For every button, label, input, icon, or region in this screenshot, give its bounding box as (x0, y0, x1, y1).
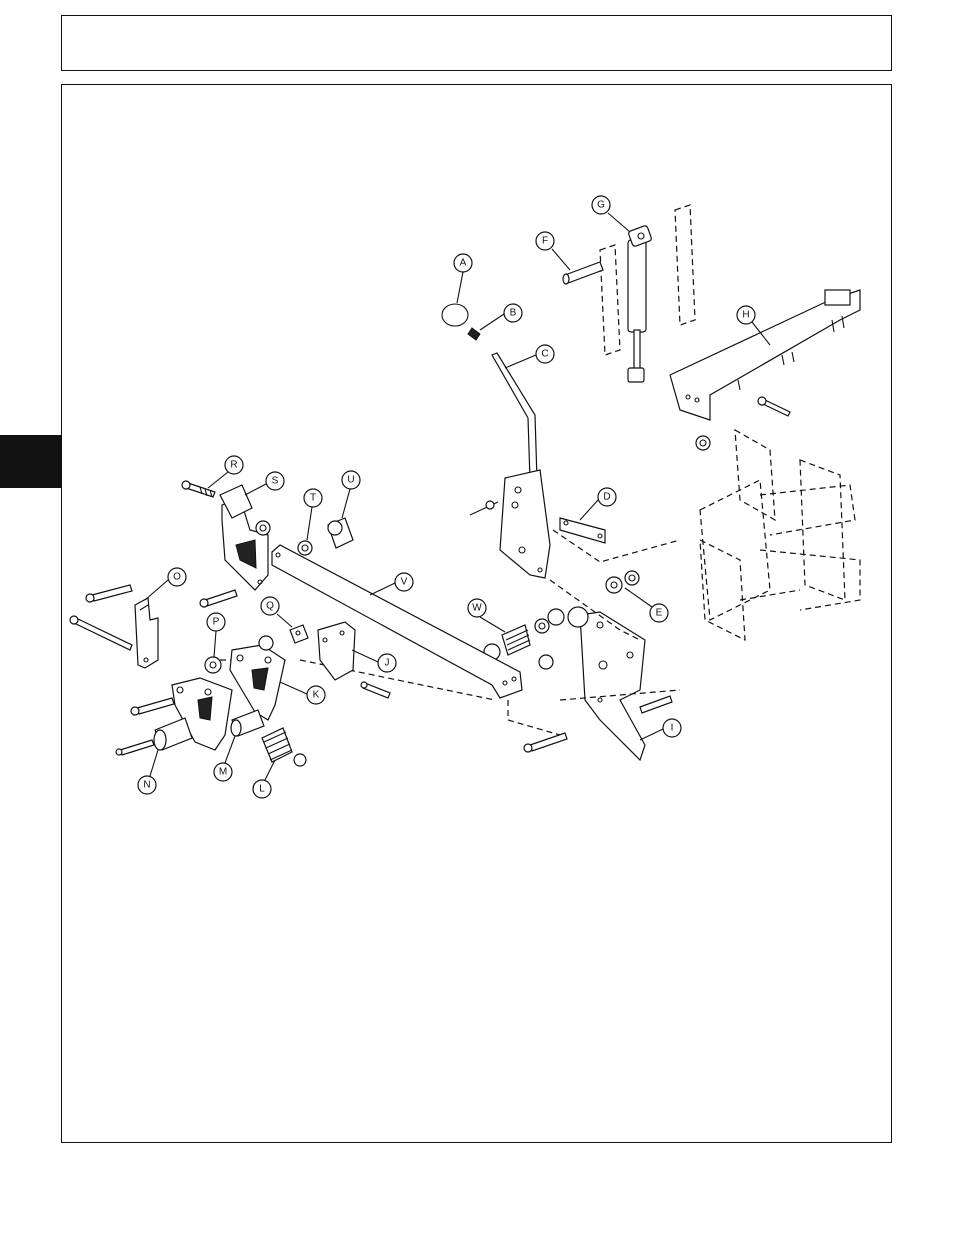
callout-d: D (580, 488, 616, 520)
gas-spring-g (628, 225, 652, 382)
bolt-n-upper (131, 698, 174, 715)
callout-c: C (505, 345, 554, 368)
svg-text:S: S (272, 476, 279, 487)
bracket-i (568, 607, 645, 760)
callout-u: U (342, 471, 360, 518)
svg-text:V: V (401, 577, 408, 588)
bolt-h (758, 397, 790, 416)
bolt-i-right (640, 696, 672, 713)
svg-text:W: W (472, 603, 482, 614)
link-d (560, 518, 605, 543)
bolt-o-upper (86, 585, 132, 602)
svg-text:G: G (597, 200, 605, 211)
callout-o: O (145, 568, 186, 600)
svg-text:T: T (310, 493, 316, 504)
svg-text:O: O (173, 572, 181, 583)
callout-l: L (253, 760, 275, 798)
rod-v (272, 545, 522, 698)
svg-text:D: D (603, 492, 610, 503)
pin-f (563, 262, 603, 284)
callout-p: P (207, 613, 225, 657)
lever-c (470, 353, 550, 578)
spacer-p (205, 657, 221, 673)
bracket-j (318, 622, 355, 680)
svg-text:N: N (143, 780, 150, 791)
washers-e (606, 571, 639, 593)
bushing-u (328, 518, 353, 548)
ring-a (442, 304, 468, 326)
spring-l (262, 728, 292, 762)
callout-v: V (370, 573, 413, 595)
svg-text:P: P (213, 617, 220, 628)
callout-i: I (640, 719, 681, 740)
nut-q (290, 625, 308, 643)
bracket-s (220, 485, 268, 590)
bolt-o-long (70, 616, 132, 650)
bolt-n-lower (116, 740, 154, 755)
svg-text:M: M (219, 767, 227, 778)
svg-text:E: E (656, 608, 663, 619)
callout-w: W (468, 599, 505, 632)
svg-text:U: U (347, 475, 354, 486)
pin-m (231, 710, 264, 736)
svg-text:H: H (742, 310, 749, 321)
callout-a: A (454, 254, 472, 303)
svg-text:R: R (230, 460, 237, 471)
plate-k (230, 645, 285, 720)
callout-e: E (625, 588, 668, 622)
svg-text:B: B (510, 308, 517, 319)
callout-b: B (480, 304, 522, 330)
svg-text:F: F (542, 236, 548, 247)
svg-text:C: C (541, 349, 548, 360)
bolt-i-lower (524, 733, 567, 752)
bracket-o (135, 598, 158, 668)
callout-s: S (245, 472, 284, 495)
nut-l (294, 754, 306, 766)
callout-j: J (352, 650, 396, 672)
nut-h (696, 436, 710, 450)
nut-w (539, 655, 553, 669)
nut-k (259, 636, 273, 650)
callout-g: G (592, 196, 630, 232)
bolt-j (361, 682, 390, 698)
svg-text:J: J (385, 658, 390, 669)
bolt-r (182, 481, 215, 497)
svg-text:Q: Q (266, 601, 274, 612)
washer-w (535, 609, 564, 633)
svg-text:K: K (313, 690, 320, 701)
clip-b (468, 328, 480, 340)
svg-text:I: I (671, 723, 674, 734)
callout-q: Q (261, 597, 292, 627)
nut-s (256, 521, 270, 535)
spring-w (484, 625, 530, 660)
bolt-mid (200, 590, 237, 607)
pin-n (154, 718, 192, 750)
callout-f: F (536, 232, 570, 270)
callout-r: R (208, 456, 243, 488)
svg-text:L: L (259, 784, 265, 795)
washer-t (298, 541, 312, 555)
callout-n: N (138, 750, 158, 794)
svg-text:A: A (460, 258, 467, 269)
callout-k: K (280, 682, 325, 704)
callout-t: T (304, 489, 322, 540)
